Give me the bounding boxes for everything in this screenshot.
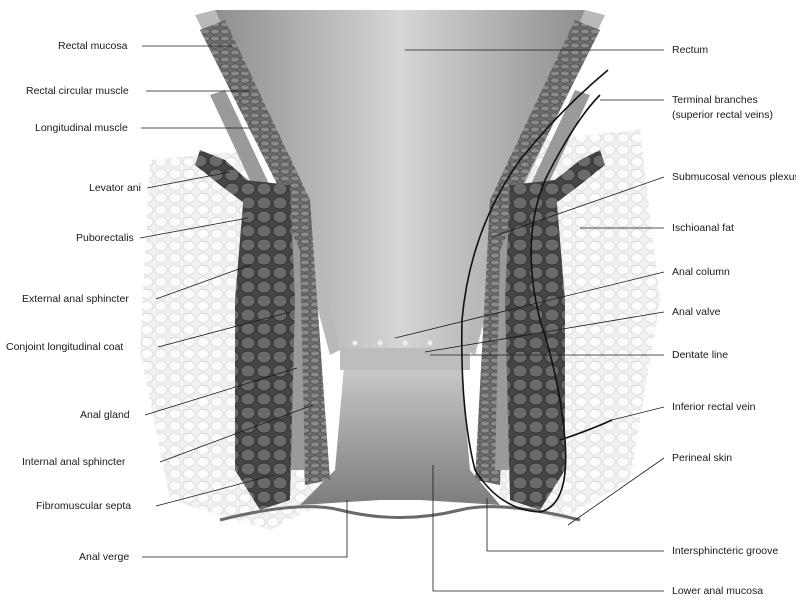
label-perineal-skin: Perineal skin — [672, 452, 732, 464]
label-internal-anal-sphincter: Internal anal sphincter — [22, 456, 126, 468]
anal-valve-dot — [403, 341, 408, 346]
label-external-anal-sphincter: External anal sphincter — [22, 293, 129, 305]
dentate-band — [340, 348, 470, 370]
label-rectal-circular-muscle: Rectal circular muscle — [26, 85, 129, 97]
label-inferior-rectal-vein: Inferior rectal vein — [672, 401, 756, 413]
label-intersphincteric-groove: Intersphincteric groove — [672, 545, 778, 557]
anal-canal — [300, 355, 500, 505]
label-rectum: Rectum — [672, 44, 708, 56]
label-rectal-mucosa: Rectal mucosa — [58, 40, 128, 52]
label-dentate-line: Dentate line — [672, 349, 728, 361]
label-ischioanal-fat: Ischioanal fat — [672, 222, 734, 234]
anal-valve-dot — [353, 341, 358, 346]
left-external-sphincter — [235, 180, 295, 510]
label-superior-rectal-veins: (superior rectal veins) — [672, 109, 773, 121]
anal-valve-dot — [428, 341, 433, 346]
label-fibromuscular-septa: Fibromuscular septa — [36, 500, 131, 512]
label-anal-valve: Anal valve — [672, 306, 721, 318]
anal-valve-dot — [378, 341, 383, 346]
label-lower-anal-mucosa: Lower anal mucosa — [672, 585, 763, 597]
label-anal-gland: Anal gland — [80, 409, 130, 421]
label-longitudinal-muscle: Longitudinal muscle — [35, 122, 128, 134]
label-submucosal-venous-plexus: Submucosal venous plexus — [672, 171, 796, 183]
label-terminal-branches: Terminal branches — [672, 94, 758, 106]
label-levator-ani: Levator ani — [89, 182, 141, 194]
label-anal-column: Anal column — [672, 266, 730, 278]
label-conjoint-longitudinal-coat: Conjoint longitudinal coat — [6, 341, 123, 353]
label-puborectalis: Puborectalis — [76, 232, 134, 244]
label-anal-verge: Anal verge — [79, 551, 129, 563]
